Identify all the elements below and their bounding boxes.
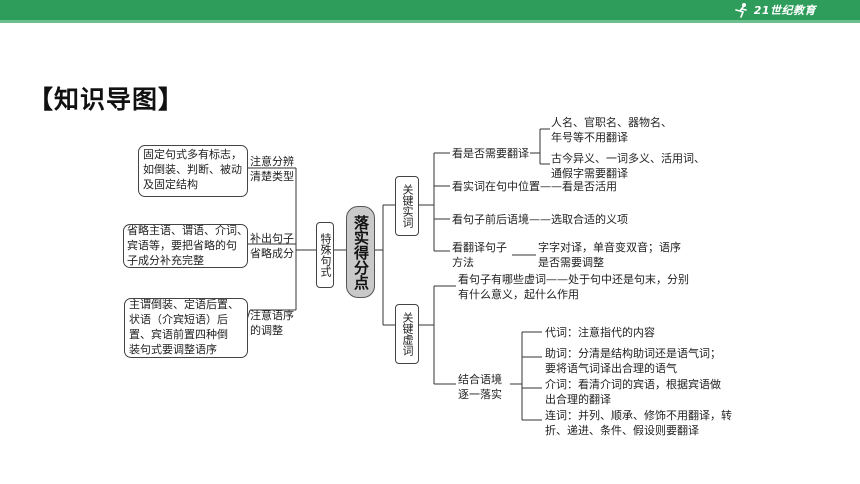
xu-sub-pronoun: 代词：注意指代的内容 [545, 326, 655, 339]
shi-item-need-translate: 看是否需要翻译 [452, 147, 529, 160]
running-figure-icon [734, 3, 747, 18]
xu-item-which-words: 看句子有哪些虚词——处于句中还是句末，分别 有什么意义，起什么作用 [458, 273, 689, 301]
top-banner [0, 0, 860, 20]
top-banner-stripe [0, 20, 860, 23]
shi-item-context: 看句子前后语境——选取合适的义项 [452, 213, 628, 226]
fixed-pattern-text: 固定句式多有标志， 如倒装、判断、被动 及固定结构 [143, 148, 242, 191]
brand-logo-text: 21世纪教育 [753, 4, 816, 17]
word-order-text: 主谓倒装、定语后置、 状语（介宾短语）后 置、宾语前置四种倒 装句式要调整语序 [129, 298, 239, 356]
left-label-distinguish: 注意分辨 清楚类型 [250, 155, 294, 183]
brand-logo: 21世纪教育 [734, 2, 816, 18]
shi-sub-no-translate: 人名、官职名、器物名、 年号等不用翻译 [551, 116, 672, 144]
omission-text: 省略主语、谓语、介词、 宾语等，要把省略的句 子成分补充完整 [127, 224, 248, 267]
xu-sub-preposition: 介词：看清介词的宾语，根据宾语做 出合理的翻译 [545, 378, 721, 406]
shi-item-position: 看实词在句中位置——看是否活用 [452, 180, 617, 193]
key-content-words-node: 关键实词 [395, 176, 419, 236]
shi-sub-must-translate: 古今异义、一词多义、活用词、 通假字需要翻译 [551, 152, 705, 180]
xu-sub-conjunction: 连词：并列、顺承、修饰不用翻译，转 折、递进、条件、假设则要翻译 [545, 409, 732, 437]
fixed-pattern-box [138, 145, 248, 197]
center-node: 落实得分点 [346, 206, 375, 298]
omission-box [123, 224, 248, 268]
shi-item-method: 看翻译句子 方法 [452, 241, 507, 269]
xu-item-context: 结合语境 逐一落实 [458, 373, 502, 401]
special-sentence-node: 特殊句式 [316, 222, 334, 288]
key-function-words-node: 关键虚词 [395, 304, 419, 364]
xu-sub-particle: 助词：分清是结构助词还是语气词； 要将语气词译出合理的语气 [545, 347, 721, 375]
shi-item-method-desc: 字字对译，单音变双音；语序 是否需要调整 [538, 241, 681, 269]
left-label-order: 注意语序 的调整 [250, 309, 294, 337]
page-title: 【知识导图】 [28, 85, 185, 114]
word-order-box [124, 298, 248, 358]
left-label-supply: 补出句子 省略成分 [250, 232, 294, 260]
